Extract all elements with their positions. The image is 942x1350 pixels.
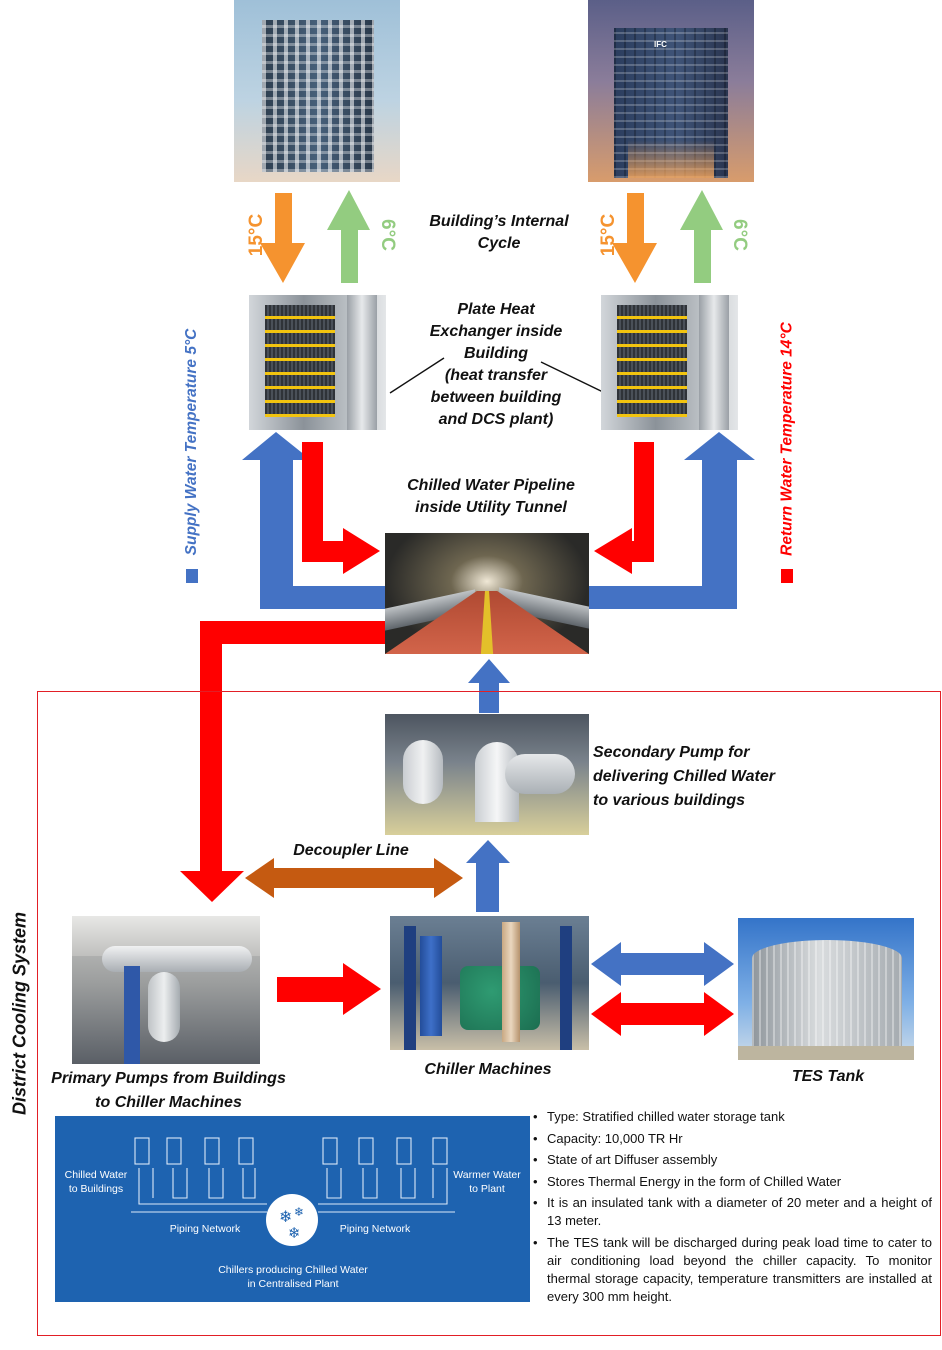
return-temperature-label: Return Water Temperature 14°C — [778, 322, 796, 556]
phe-leader-left — [389, 357, 445, 394]
heat-exchanger-photo-right — [601, 295, 738, 430]
secondary-pump-label: Secondary Pump for delivering Chilled Wa… — [593, 744, 775, 809]
hot-temp-left: 15°C — [246, 213, 267, 257]
panel-building-icons-left — [134, 1137, 254, 1165]
panel-piping-left — [131, 1168, 267, 1213]
primary-to-chiller-arrow — [277, 963, 381, 1015]
phe-plates-left — [265, 305, 335, 417]
cold-temp-left-wrap: 6°C — [372, 219, 402, 251]
phe-plates-right — [617, 305, 687, 417]
panel-piping-right-label: Piping Network — [339, 1223, 411, 1235]
hot-temp-right-wrap: 15°C — [594, 214, 624, 256]
primary-pumps-photo — [72, 916, 260, 1064]
panel-piping-left-label: Piping Network — [169, 1223, 241, 1235]
return-label-wrap: Return Water Temperature 14°C — [775, 318, 799, 563]
chiller-machines-photo — [390, 916, 589, 1050]
chiller-tes-red-arrow — [591, 992, 734, 1036]
decoupler-label: Decoupler Line — [293, 842, 409, 859]
dcs-label-wrap: District Cooling System — [6, 905, 34, 1123]
chiller-body — [460, 966, 540, 1030]
tes-spec-item: It is an insulated tank with a diameter … — [532, 1194, 932, 1230]
phe-label: Plate Heat Exchanger inside Building (he… — [429, 301, 563, 428]
hot-temp-right: 15°C — [598, 213, 619, 257]
return-elbow-left — [302, 442, 380, 574]
panel-center-text: Chillers producing Chilled Water in Cent… — [218, 1264, 368, 1290]
tes-spec-item: The TES tank will be discharged during p… — [532, 1234, 932, 1306]
supply-legend-square — [186, 569, 198, 583]
building-photo-right: IFC — [588, 0, 754, 182]
chiller-column-right — [560, 926, 572, 1050]
tes-ground — [738, 1046, 914, 1060]
tunnel-walkway — [480, 591, 494, 654]
supply-up-to-secondary — [466, 840, 510, 912]
tes-spec-list: Type: Stratified chilled water storage t… — [532, 1108, 932, 1309]
building-photo-left — [234, 0, 400, 182]
chiller-label: Chiller Machines — [424, 1061, 552, 1078]
chiller-blue-pipe — [420, 936, 442, 1036]
dcs-schematic-svg: ❄ ❄ ❄ — [131, 1137, 455, 1246]
supply-elbow-right — [589, 432, 755, 609]
tes-spec-item: Type: Stratified chilled water storage t… — [532, 1108, 932, 1126]
primary-column — [124, 966, 140, 1064]
decoupler-arrow — [245, 858, 463, 898]
chiller-insulated-pipe — [502, 922, 520, 1042]
tes-spec-item: Stores Thermal Energy in the form of Chi… — [532, 1173, 932, 1191]
supply-elbow-left — [242, 432, 385, 609]
cold-temp-right-wrap: 6°C — [724, 219, 754, 251]
warm-down-arrow-right — [612, 193, 657, 283]
dcs-schematic-panel: ❄ ❄ ❄ Chilled Water to Buildings Warmer … — [55, 1116, 530, 1302]
phe-leader-right — [540, 361, 604, 393]
dcs-boundary-frame — [37, 691, 941, 1336]
tes-tank-body — [752, 940, 902, 1058]
return-main-line — [180, 621, 385, 902]
tes-spec-item: State of art Diffuser assembly — [532, 1151, 932, 1169]
supply-label-wrap: Supply Water Temperature 5°C — [180, 323, 204, 563]
primary-elbow-pipe — [148, 972, 180, 1042]
return-legend-square — [781, 569, 793, 583]
panel-right-text: Warmer Water to Plant — [453, 1169, 521, 1195]
tes-tank-photo — [738, 918, 914, 1060]
panel-left-text: Chilled Water to Buildings — [64, 1169, 128, 1195]
supply-temperature-label: Supply Water Temperature 5°C — [183, 328, 200, 556]
supply-up-to-tunnel — [468, 659, 510, 713]
pump-elbow — [505, 754, 575, 794]
chiller-column-left — [404, 926, 416, 1050]
primary-pumps-label: Primary Pumps from Buildings to Chiller … — [51, 1070, 286, 1111]
heat-exchanger-photo-left — [249, 295, 386, 430]
panel-chiller-circle — [266, 1194, 318, 1246]
panel-building-icons-right — [322, 1137, 448, 1165]
tower-glow — [628, 140, 714, 178]
pipeline-label: Chilled Water Pipeline inside Utility Tu… — [407, 477, 575, 516]
glass-tower-left — [262, 20, 374, 172]
pump-pipe-left — [403, 740, 443, 804]
phe-pipe-left — [347, 295, 377, 430]
cool-up-arrow-right — [680, 190, 723, 283]
cold-temp-left: 6°C — [377, 219, 398, 251]
snowflake-icon-3: ❄ — [288, 1224, 301, 1242]
return-elbow-right — [594, 442, 654, 574]
chiller-tes-blue-arrow — [591, 942, 734, 986]
secondary-pump-photo — [385, 714, 589, 835]
cool-up-arrow-left — [327, 190, 370, 283]
phe-pipe-right — [699, 295, 729, 430]
snowflake-icon: ❄ — [279, 1207, 292, 1226]
panel-piping-right — [318, 1168, 455, 1213]
tes-spec-item: Capacity: 10,000 TR Hr — [532, 1130, 932, 1148]
tes-label: TES Tank — [791, 1068, 865, 1085]
utility-tunnel-photo — [385, 533, 589, 654]
cold-temp-right: 6°C — [729, 219, 750, 251]
hot-temp-left-wrap: 15°C — [242, 214, 272, 256]
warm-down-arrow-left — [260, 193, 305, 283]
snowflake-icon-2: ❄ — [294, 1205, 304, 1219]
building-sign: IFC — [654, 40, 667, 49]
dcs-label: District Cooling System — [9, 911, 30, 1116]
internal-cycle-label: Building’s Internal Cycle — [429, 213, 569, 252]
